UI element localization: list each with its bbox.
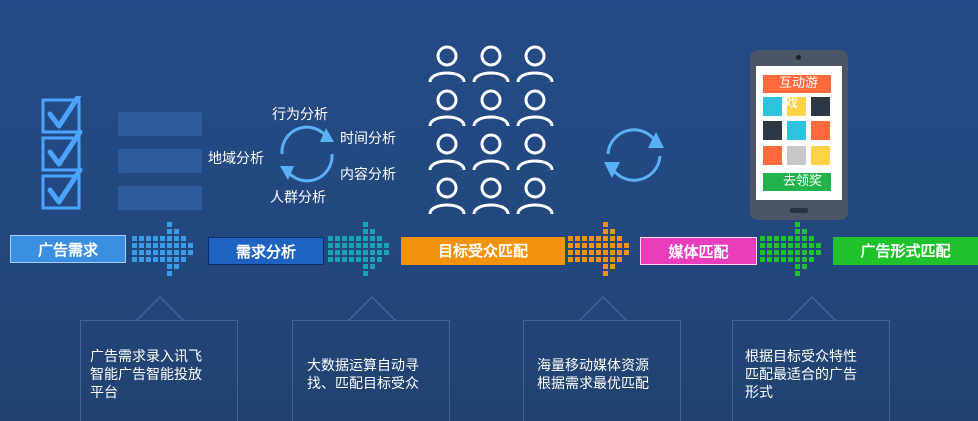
checkbox-list-icon xyxy=(41,96,83,210)
description-pointer xyxy=(138,298,182,320)
description-line: 平台 xyxy=(90,385,118,401)
description-line: 广告需求录入讯飞 xyxy=(90,349,202,365)
description-box xyxy=(732,320,890,421)
description-pointer xyxy=(350,298,394,320)
app-tile xyxy=(811,97,830,116)
description-line: 找、匹配目标受众 xyxy=(307,376,419,392)
behavior-analysis-label: 行为分析 xyxy=(272,107,328,123)
description-line: 匹配最适合的广告 xyxy=(745,367,857,383)
prize-banner xyxy=(763,173,831,191)
app-tile xyxy=(763,97,782,116)
stage-ad-demand: 广告需求 xyxy=(10,235,126,263)
app-tile xyxy=(787,146,806,165)
app-tile xyxy=(811,121,830,140)
audience-people-icon xyxy=(428,45,554,214)
home-button-icon xyxy=(790,208,808,213)
description-box xyxy=(80,320,238,421)
list-bar xyxy=(118,186,202,210)
app-tile xyxy=(811,146,830,165)
content-analysis-label: 内容分析 xyxy=(340,167,396,183)
list-bar xyxy=(118,149,202,173)
description-box xyxy=(523,320,681,421)
description-line: 大数据运算自动寻 xyxy=(307,358,419,374)
app-tile xyxy=(787,121,806,140)
stage-media-match: 媒体匹配 xyxy=(640,237,757,265)
description-line: 智能广告智能投放 xyxy=(90,367,202,383)
stage-ad-format-match: 广告形式匹配 xyxy=(833,237,978,265)
app-tile xyxy=(763,121,782,140)
description-line: 根据需求最优匹配 xyxy=(537,376,649,392)
description-text-3: 海量移动媒体资源 根据需求最优匹配 xyxy=(537,357,649,393)
stage-audience-match: 目标受众匹配 xyxy=(401,237,565,265)
camera-icon xyxy=(796,55,801,60)
game-banner xyxy=(763,75,831,93)
interactive-game-label-2: 戏 xyxy=(785,96,799,111)
description-line: 根据目标受众特性 xyxy=(745,349,857,365)
claim-prize-label: 去领奖 xyxy=(783,174,823,189)
stage-demand-analysis: 需求分析 xyxy=(208,237,324,265)
region-analysis-label: 地域分析 xyxy=(208,151,264,167)
description-text-2: 大数据运算自动寻 找、匹配目标受众 xyxy=(307,357,419,393)
dotted-arrow-icon xyxy=(328,222,389,276)
list-bar xyxy=(118,112,202,136)
description-box xyxy=(292,320,450,421)
sync-arrows-icon xyxy=(604,128,664,182)
time-analysis-label: 时间分析 xyxy=(340,131,396,147)
app-tile xyxy=(787,97,806,116)
app-tile xyxy=(763,146,782,165)
dotted-arrow-icon xyxy=(568,222,629,276)
crowd-analysis-label: 人群分析 xyxy=(270,190,326,206)
dotted-arrow-icon xyxy=(132,222,193,276)
description-line: 海量移动媒体资源 xyxy=(537,358,649,374)
interactive-game-label: 互动游 xyxy=(779,76,819,91)
description-pointer xyxy=(581,298,625,320)
dotted-arrow-icon xyxy=(760,222,821,276)
description-line: 形式 xyxy=(745,385,773,401)
description-text-1: 广告需求录入讯飞 智能广告智能投放 平台 xyxy=(90,348,202,402)
description-text-4: 根据目标受众特性 匹配最适合的广告 形式 xyxy=(745,348,857,402)
refresh-cycle-icon xyxy=(280,125,334,183)
description-pointer xyxy=(790,298,834,320)
